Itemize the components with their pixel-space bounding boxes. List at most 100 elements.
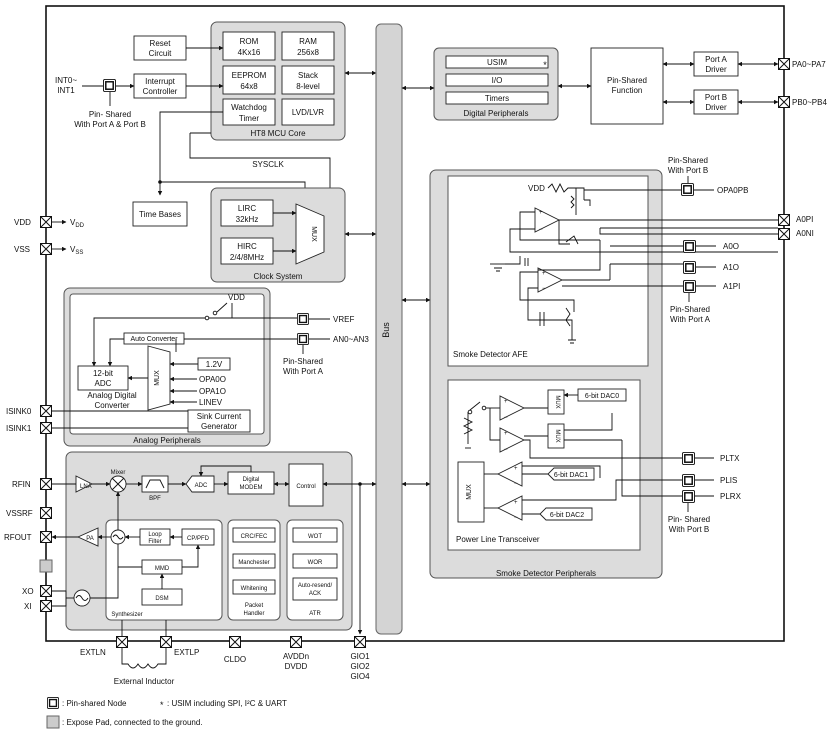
svg-text:*: * — [543, 60, 547, 70]
pb-pin — [778, 96, 790, 108]
ram-size: 256x8 — [297, 48, 319, 57]
lna-label: LNA — [80, 484, 92, 490]
packet-handler-label: Packet — [245, 603, 264, 609]
pin-shared-function-label: Pin-Shared — [607, 76, 647, 85]
crc-fec-label: CRC/FEC — [241, 534, 268, 540]
legend-expose-pad-icon — [46, 715, 60, 729]
rf-transceiver-group: LNA Mixer BPF ADC Digital MODEM Control … — [65, 451, 353, 631]
vssrf-pin — [40, 507, 52, 519]
rfin-pin — [40, 478, 52, 490]
stack-size: 8-level — [296, 82, 320, 91]
int-pin-shared-label-2: With Port A & Port B — [74, 120, 146, 129]
svg-text:−: − — [539, 227, 543, 233]
rfin-pin-label: RFIN — [12, 480, 31, 489]
lirc-label: LIRC — [238, 204, 256, 213]
int-pin-shared-label: Pin- Shared — [89, 110, 131, 119]
opa0pb-label: OPA0PB — [717, 186, 748, 195]
svg-text:+: + — [504, 399, 508, 405]
clock-system-title: Clock System — [254, 272, 303, 281]
avdd-pin — [290, 636, 302, 648]
gio1-label: GIO1 — [350, 652, 370, 661]
pltx-label: PLTX — [720, 454, 740, 463]
auto-converter-label: Auto Converter — [130, 336, 178, 343]
bus-label: Bus — [381, 322, 391, 338]
an-pin-shared-node — [297, 333, 309, 345]
extlp-label: EXTLP — [174, 648, 199, 657]
plrx-pin-shared-label: Pin- Shared — [668, 515, 710, 524]
adc-caption-2: Converter — [94, 401, 129, 410]
stack-label: Stack — [298, 71, 319, 80]
port-b-label-2: Driver — [705, 103, 727, 112]
reset-label-2: Circuit — [149, 49, 172, 58]
an-label: AN0~AN3 — [333, 335, 369, 344]
opa0pb-pin-shared-node — [681, 183, 694, 196]
legend-asterisk-icon: * — [160, 700, 164, 710]
rom-label: ROM — [240, 37, 259, 46]
lvd-label: LVD/LVR — [292, 108, 324, 117]
dsm-label: DSM — [155, 596, 168, 602]
analog-input-linev: LINEV — [199, 398, 223, 407]
mixer-label: Mixer — [111, 470, 126, 476]
sink-current-label-2: Generator — [201, 422, 237, 431]
plt-title: Power Line Transceiver — [456, 535, 540, 544]
svg-text:INT1: INT1 — [57, 86, 75, 95]
a1o-label: A1O — [723, 263, 739, 272]
a1pi-pin-shared-node — [683, 280, 696, 293]
dvdd-label: DVDD — [285, 662, 308, 671]
xi-pin-label: XI — [24, 602, 32, 611]
analog-peripherals-group: VDD Auto Converter 12-bit ADC Analog Dig… — [63, 287, 271, 447]
isink1-pin — [40, 422, 52, 434]
svg-text:−: − — [504, 447, 508, 453]
pin-shared-function-box — [590, 47, 664, 125]
dac2-label: 6-bit DAC2 — [550, 512, 584, 519]
cldo-label: CLDO — [224, 655, 246, 664]
hirc-freq: 2/4/8MHz — [230, 253, 264, 262]
pin-shared-function-label-2: Function — [612, 86, 643, 95]
int-pin-label: INT0~ — [55, 76, 77, 85]
extln-pin — [116, 636, 128, 648]
manchester-label: Manchester — [238, 560, 269, 566]
adc-label: 12-bit — [93, 369, 114, 378]
plis-pin-shared-node — [682, 474, 695, 487]
rom-size: 4Kx16 — [238, 48, 261, 57]
legend-pin-shared-node-icon — [47, 697, 59, 709]
smoke-detector-group: Smoke Detector AFE VDD + − + − — [429, 169, 778, 579]
analog-input-opa0o: OPA0O — [199, 375, 226, 384]
reset-label: Reset — [150, 39, 172, 48]
gio4-label: GIO4 — [350, 672, 370, 681]
smoke-afe-title: Smoke Detector AFE — [453, 350, 528, 359]
expose-pad — [39, 559, 53, 573]
port-b-label: Port B — [705, 93, 727, 102]
port-b-driver-box — [693, 89, 739, 115]
pltx-pin-shared-node — [682, 452, 695, 465]
wot-label: WOT — [308, 534, 322, 540]
plt-mux-label: MUX — [466, 484, 473, 500]
modem-label-2: MODEM — [240, 485, 263, 491]
plis-label: PLIS — [720, 476, 737, 485]
loop-filter-label: Loop — [148, 532, 162, 538]
auto-resend-label: Auto-resend/ — [298, 583, 333, 589]
analog-pin-shared-label-2: With Port A — [283, 367, 324, 376]
legend-usim-note: : USIM including SPI, I²C & UART — [167, 699, 287, 708]
opa0pb-pin-shared-label: Pin-Shared — [668, 156, 708, 165]
sysclk-label: SYSCLK — [252, 160, 284, 169]
analog-mux-label: MUX — [154, 370, 161, 386]
dac0-mux-label: MUX — [554, 395, 560, 408]
rfout-pin — [40, 531, 52, 543]
a1pi-pin-shared-label: Pin-Shared — [670, 305, 710, 314]
analog-input-opa1o: OPA1O — [199, 387, 226, 396]
svg-text:+: + — [542, 271, 546, 277]
whitening-label: Whitening — [241, 586, 268, 592]
a0pi-pin — [778, 214, 790, 226]
adc-label-2: ADC — [95, 379, 112, 388]
mcu-core-title: HT8 MCU Core — [250, 129, 306, 138]
io-label: I/O — [492, 76, 503, 85]
a1pi-label: A1PI — [723, 282, 740, 291]
wor-label: WOR — [308, 560, 323, 566]
svg-text:+: + — [514, 466, 518, 472]
legend-expose-pad: : Expose Pad, connected to the ground. — [62, 718, 203, 727]
control-label: Control — [296, 484, 315, 490]
bpf-label: BPF — [149, 496, 161, 502]
vss-pin — [40, 243, 52, 255]
